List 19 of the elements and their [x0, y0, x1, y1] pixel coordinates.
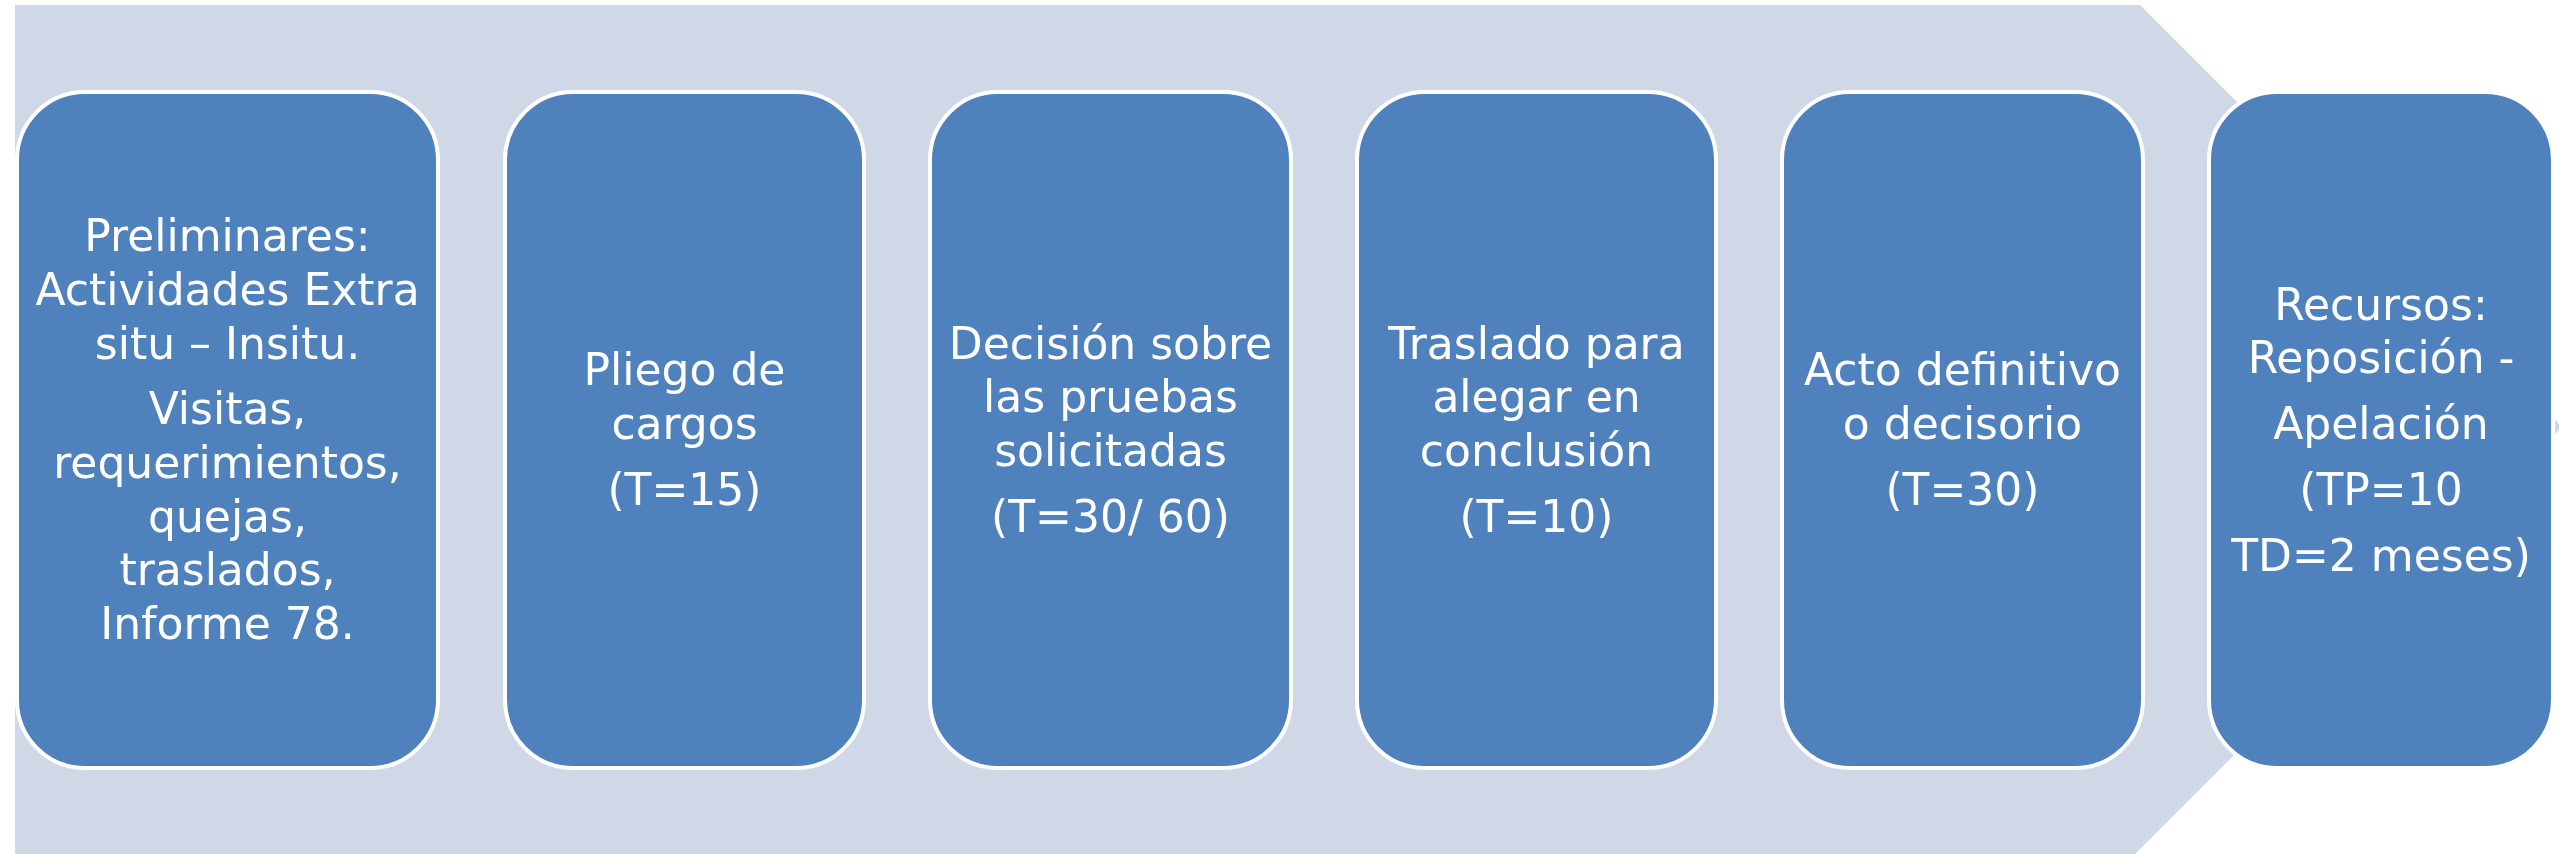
step-text: Preliminares: Actividades Extra situ – Insitu.	[34, 209, 421, 371]
step-text: Pliego de cargos	[582, 343, 787, 451]
step-text: Visitas, requerimientos, quejas, traslados, Informe 78.	[52, 382, 403, 651]
step-text: Decisión sobre las pruebas solicitadas	[947, 316, 1274, 478]
step-text: Traslado para alegar en conclusión	[1387, 316, 1686, 478]
step-text: (T=30)	[1885, 462, 2040, 517]
step-text: Apelación	[2273, 397, 2489, 451]
step-text: Acto definitivo o decisorio	[1803, 343, 2122, 451]
step-text: (T=15)	[607, 462, 762, 517]
step-text: (T=10)	[1459, 489, 1614, 544]
step-text: TD=2 meses)	[2231, 528, 2531, 583]
process-box	[1780, 90, 2145, 770]
process-box	[1355, 90, 1718, 770]
step-text: (T=30/ 60)	[991, 489, 1230, 544]
step-text: (TP=10	[2299, 462, 2463, 517]
process-box	[928, 90, 1293, 770]
process-box	[503, 90, 866, 770]
step-text: Recursos: Reposición -	[2246, 277, 2516, 386]
process-box	[15, 90, 440, 770]
